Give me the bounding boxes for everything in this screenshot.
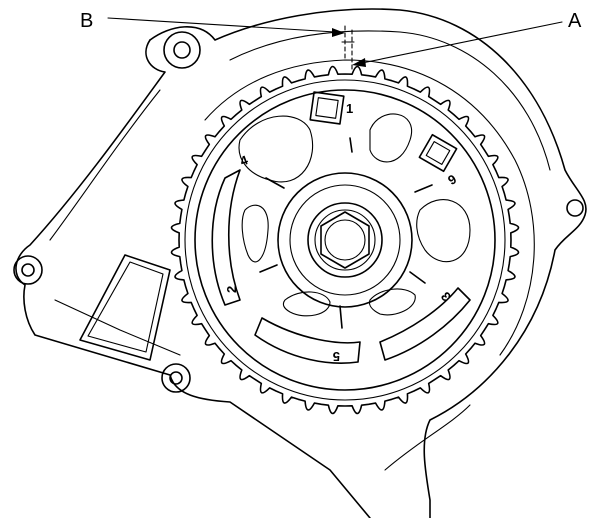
timing-window-6 — [418, 133, 458, 173]
callout-b: B — [80, 10, 345, 37]
mounting-boss-top-left — [163, 31, 201, 69]
housing-outline — [15, 8, 587, 518]
timing-window-1 — [309, 91, 345, 125]
timing-number-6: 6 — [445, 171, 459, 188]
sprocket-teeth — [170, 65, 520, 415]
timing-number-3: 3 — [438, 289, 454, 304]
mounting-boss-bottom — [161, 363, 191, 393]
timing-number-4: 4 — [238, 152, 251, 169]
index-marks — [259, 137, 433, 329]
callout-a: A — [352, 10, 582, 67]
mounting-boss-left — [13, 255, 43, 285]
lightening-holes — [238, 113, 471, 317]
camshaft-sprocket — [170, 65, 520, 415]
sprocket-root-circle — [184, 79, 506, 401]
mounting-boss-right — [566, 199, 584, 217]
timing-number-2: 2 — [224, 286, 239, 293]
timing-number-1: 1 — [346, 101, 353, 116]
housing-pad — [79, 254, 171, 361]
timing-number-5: 5 — [333, 349, 340, 364]
callout-a-label: A — [568, 10, 582, 32]
callout-b-label: B — [80, 10, 93, 32]
sprocket-hub — [194, 89, 496, 391]
center-bolt-hex — [320, 211, 370, 269]
timing-slots — [211, 169, 471, 364]
